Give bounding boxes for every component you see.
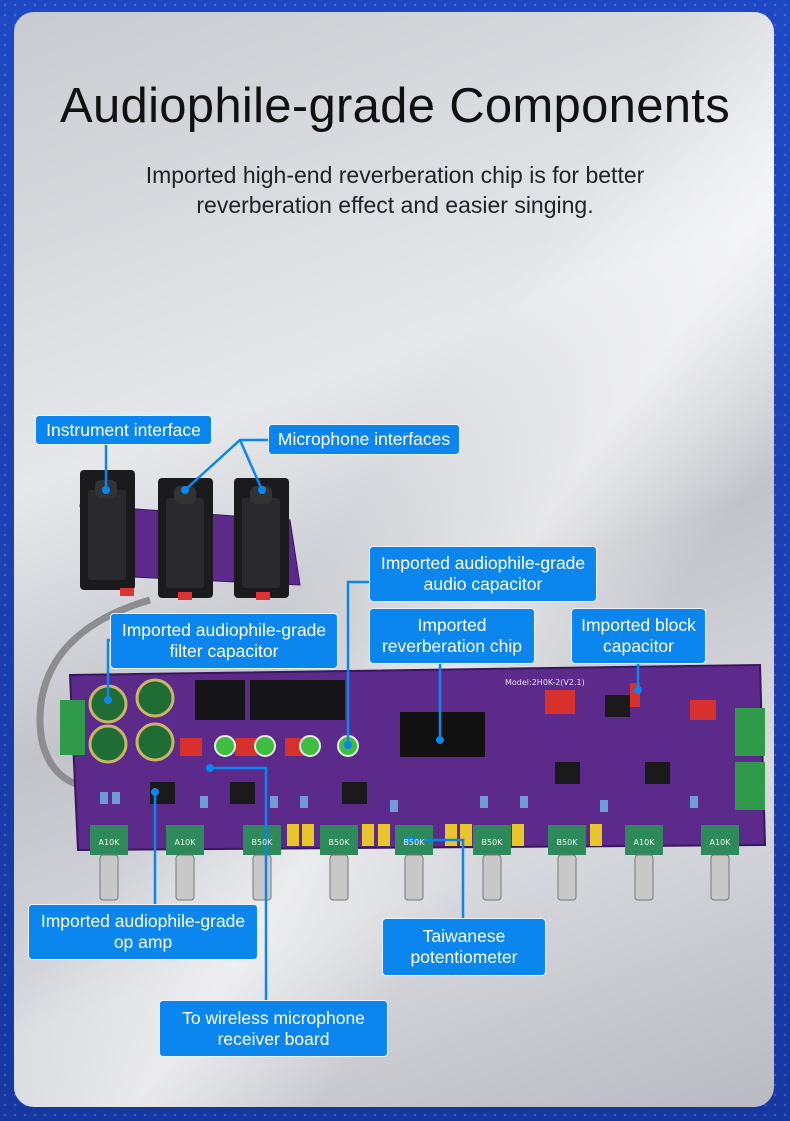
- label-instrument-interface: Instrument interface: [35, 415, 212, 445]
- board-model-text: Model:2H0K-2(V2.1): [505, 678, 585, 687]
- label-text: Imported audiophile-grade: [121, 620, 327, 640]
- label-text: Imported: [417, 615, 487, 635]
- potentiometer-value: B50K: [252, 838, 274, 847]
- potentiometer-value: B50K: [404, 838, 426, 847]
- label-text: filter capacitor: [169, 641, 279, 661]
- label-text: reverberation chip: [381, 636, 523, 656]
- label-text: potentiometer: [410, 947, 518, 967]
- label-text: Instrument interface: [46, 419, 201, 440]
- potentiometer-value: A10K: [175, 838, 197, 847]
- label-text: Imported block: [581, 615, 696, 635]
- label-filter-capacitor: Imported audiophile-grade filter capacit…: [110, 613, 338, 669]
- potentiometer-value: A10K: [99, 838, 121, 847]
- cable: [36, 596, 151, 789]
- label-microphone-interfaces: Microphone interfaces: [268, 424, 460, 455]
- label-text: audio capacitor: [423, 574, 543, 594]
- label-text: capacitor: [602, 636, 674, 656]
- label-block-capacitor: Imported block capacitor: [571, 608, 706, 664]
- label-audio-capacitor: Imported audiophile-grade audio capacito…: [369, 546, 597, 602]
- page-subtitle: Imported high-end reverberation chip is …: [145, 162, 645, 218]
- potentiometer-value: B50K: [482, 838, 504, 847]
- jack-board: [79, 470, 301, 600]
- label-reverberation-chip: Imported reverberation chip: [369, 608, 535, 664]
- potentiometer-value: B50K: [557, 838, 579, 847]
- potentiometer-value: A10K: [710, 838, 732, 847]
- label-text: Imported audiophile-grade: [40, 911, 246, 931]
- label-potentiometer: Taiwanese potentiometer: [382, 918, 546, 976]
- label-op-amp: Imported audiophile-grade op amp: [28, 904, 258, 960]
- label-text: op amp: [113, 932, 173, 952]
- label-text: receiver board: [217, 1028, 330, 1049]
- label-text: Imported audiophile-grade: [380, 553, 586, 573]
- label-text: To wireless microphone: [182, 1007, 365, 1028]
- main-pcb: [60, 663, 767, 901]
- potentiometer-value: B50K: [329, 838, 351, 847]
- leader-dots: [102, 486, 642, 844]
- label-text: Microphone interfaces: [277, 429, 451, 449]
- potentiometer-value: A10K: [634, 838, 656, 847]
- label-text: Taiwanese: [422, 926, 506, 946]
- page-title: Audiophile-grade Components: [59, 79, 731, 133]
- label-wireless-receiver: To wireless microphone receiver board: [159, 1000, 388, 1057]
